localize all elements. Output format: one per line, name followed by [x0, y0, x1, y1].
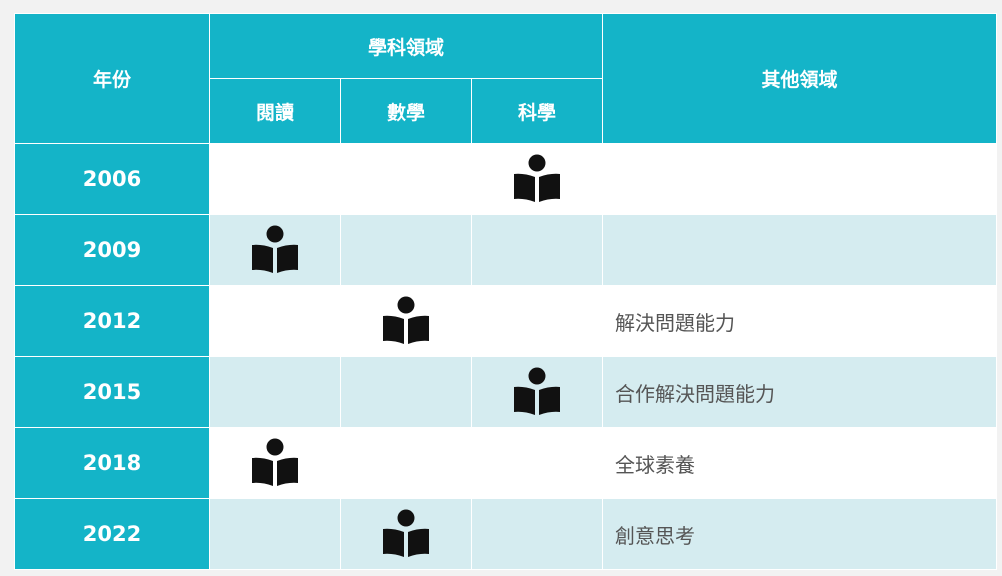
- subject-cell-reading: [209, 427, 341, 499]
- other-domain-cell: 全球素養: [602, 427, 997, 499]
- subject-cell-reading: [209, 285, 341, 357]
- header-subject-reading: 閱讀: [209, 78, 341, 144]
- table-row: 2006: [14, 143, 997, 215]
- year-cell: 2018: [14, 427, 210, 499]
- reader-book-icon: [381, 509, 431, 559]
- header-subject-science: 科學: [471, 78, 603, 144]
- subject-cell-math: [340, 214, 472, 286]
- reader-book-icon: [250, 438, 300, 488]
- reader-book-icon: [512, 367, 562, 417]
- subject-cell-science: [471, 143, 603, 215]
- reader-book-icon: [381, 296, 431, 346]
- year-cell: 2006: [14, 143, 210, 215]
- table-row: 2012 解決問題能力: [14, 285, 997, 357]
- other-domain-cell: 合作解決問題能力: [602, 356, 997, 428]
- other-domain-cell: 解決問題能力: [602, 285, 997, 357]
- table-body: 2006 2009 2012 解決問題能力 2015 合作解決問題能力 2018…: [14, 143, 997, 570]
- subject-cell-science: [471, 285, 603, 357]
- subject-cell-science: [471, 214, 603, 286]
- subject-cell-science: [471, 427, 603, 499]
- table-row: 2022 創意思考: [14, 498, 997, 570]
- subject-cell-math: [340, 498, 472, 570]
- reader-book-icon: [512, 154, 562, 204]
- header-subject-math: 數學: [340, 78, 472, 144]
- year-cell: 2022: [14, 498, 210, 570]
- subject-cell-reading: [209, 356, 341, 428]
- header-subject-group: 學科領域: [209, 13, 603, 79]
- year-cell: 2012: [14, 285, 210, 357]
- subject-cell-reading: [209, 498, 341, 570]
- subject-cell-math: [340, 143, 472, 215]
- subject-cell-math: [340, 356, 472, 428]
- header-year: 年份: [14, 13, 210, 144]
- subject-cell-math: [340, 285, 472, 357]
- subject-cell-science: [471, 356, 603, 428]
- year-cell: 2009: [14, 214, 210, 286]
- pisa-domain-table: 年份 學科領域 其他領域 閱讀 數學 科學 2006 2009 2012 解決問…: [14, 13, 997, 570]
- reader-book-icon: [250, 225, 300, 275]
- year-cell: 2015: [14, 356, 210, 428]
- header-other: 其他領域: [602, 13, 997, 144]
- subject-cell-reading: [209, 214, 341, 286]
- other-domain-cell: [602, 143, 997, 215]
- pisa-domain-table-container: 年份 學科領域 其他領域 閱讀 數學 科學 2006 2009 2012 解決問…: [14, 13, 997, 570]
- subject-cell-reading: [209, 143, 341, 215]
- other-domain-cell: 創意思考: [602, 498, 997, 570]
- subject-cell-science: [471, 498, 603, 570]
- table-row: 2015 合作解決問題能力: [14, 356, 997, 428]
- subject-cell-math: [340, 427, 472, 499]
- table-row: 2009: [14, 214, 997, 286]
- table-row: 2018 全球素養: [14, 427, 997, 499]
- other-domain-cell: [602, 214, 997, 286]
